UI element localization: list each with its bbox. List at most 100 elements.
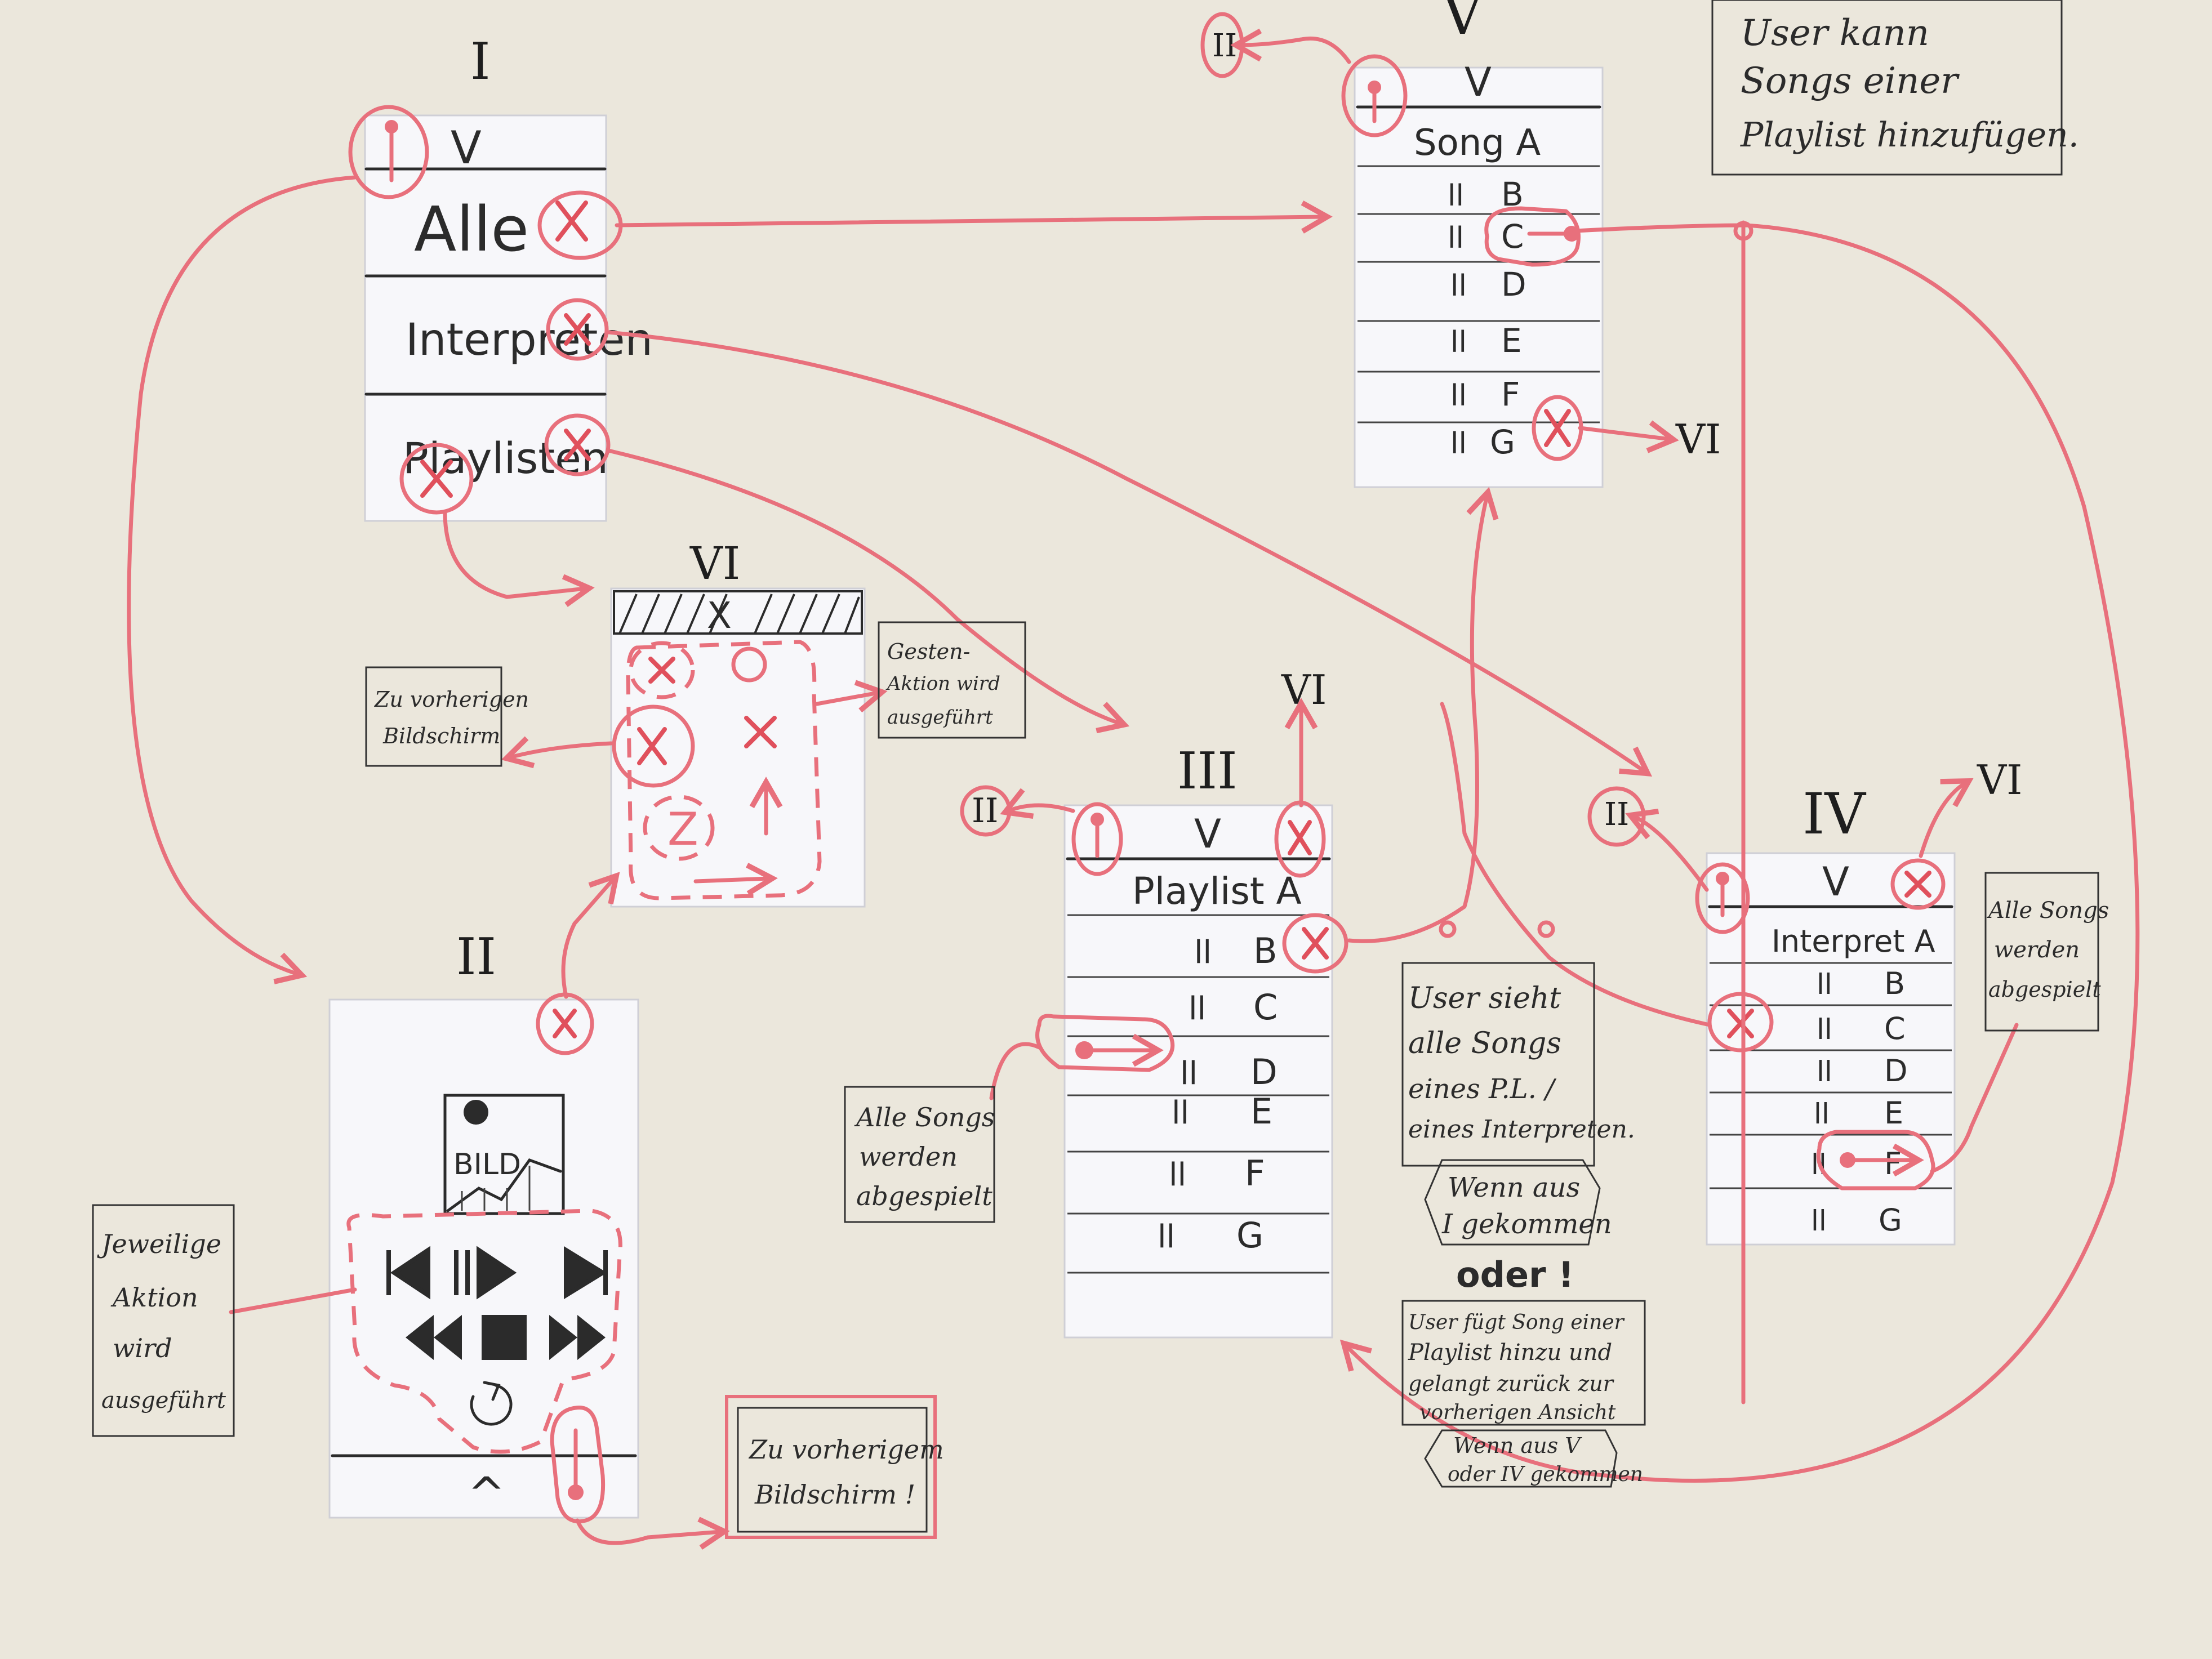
- screen-ii-bottom-chevron[interactable]: ^: [468, 1468, 505, 1520]
- pause-icon[interactable]: ll: [1189, 991, 1206, 1027]
- pause-icon[interactable]: ll: [1817, 1055, 1832, 1088]
- note-alle-songs-iii: Alle Songs werden abgespielt: [844, 1086, 995, 1223]
- list-item[interactable]: ll C: [1189, 987, 1278, 1028]
- pause-icon[interactable]: ll: [1194, 934, 1212, 971]
- note-line: User kann: [1741, 12, 1929, 54]
- song-name: C: [1253, 987, 1278, 1028]
- note-line: Zu vorherigen: [374, 687, 529, 712]
- list-item[interactable]: ll D: [1817, 1053, 1908, 1089]
- screen-iii-top-chevron[interactable]: V: [1194, 811, 1221, 857]
- pause-icon[interactable]: ll: [1814, 1098, 1830, 1130]
- screen-iii-row-tap-marker: [1282, 913, 1348, 974]
- screen-i-label: I: [470, 32, 491, 91]
- song-name: F: [1501, 375, 1520, 413]
- list-item[interactable]: ll C: [1448, 217, 1524, 256]
- rewind-icon[interactable]: [406, 1315, 462, 1360]
- screen-v: V V Song A ll B ll C ll D ll E: [1200, 0, 1721, 488]
- screen-v-card: [1354, 66, 1604, 488]
- note-line: eines P.L. /: [1408, 1073, 1557, 1105]
- screen-iv-swipe-down-marker: [1695, 862, 1750, 934]
- screen-ii-image-text: BILD: [453, 1148, 521, 1181]
- list-item[interactable]: ll F: [1450, 375, 1520, 413]
- screen-i-top-chevron[interactable]: V: [451, 122, 482, 174]
- screen-ii-controls-gesture-area: [346, 1208, 622, 1454]
- list-item[interactable]: ll C: [1817, 1011, 1906, 1046]
- screen-iii: III V Playlist A ll B ll C ll D ll E: [960, 666, 1348, 1339]
- note-user-kann: User kann Songs einer Playlist hinzufüge…: [1711, 0, 2079, 176]
- screen-v-label: V: [1441, 0, 1484, 47]
- screen-vi-gesture-area: [626, 640, 822, 900]
- pause-icon[interactable]: ll: [1450, 325, 1467, 359]
- screen-i-item-interpreten[interactable]: Interpreten: [406, 315, 653, 365]
- note-line: Bildschirm !: [754, 1479, 915, 1510]
- screen-vi: VI X Z: [610, 537, 866, 908]
- fast-forward-icon[interactable]: [549, 1315, 606, 1360]
- pause-icon[interactable]: ll: [1450, 379, 1467, 413]
- screen-i-item-alle[interactable]: Alle: [414, 193, 529, 265]
- screen-vi-close-glyph[interactable]: X: [707, 595, 732, 637]
- song-name: D: [1250, 1051, 1278, 1092]
- pause-icon[interactable]: ll: [1158, 1219, 1175, 1255]
- note-line: werden: [1994, 937, 2080, 963]
- skip-back-icon[interactable]: [386, 1246, 430, 1300]
- pause-icon[interactable]: ll: [1450, 427, 1467, 461]
- screen-iv: IV V Interpret A ll B ll C ll D ll E: [1587, 756, 2022, 1246]
- screen-ii-swipe-up-marker: [550, 1406, 606, 1524]
- list-item[interactable]: ll B: [1194, 930, 1278, 971]
- list-item[interactable]: ll G: [1158, 1215, 1263, 1256]
- list-item[interactable]: ll E: [1450, 322, 1522, 360]
- note-user-fuegt: User fügt Song einer Playlist hinzu und …: [1401, 1300, 1646, 1426]
- list-item[interactable]: ll G: [1450, 423, 1515, 461]
- screen-iv-top-chevron[interactable]: V: [1822, 859, 1849, 905]
- pause-icon[interactable]: ll: [1172, 1095, 1189, 1131]
- note-line: Playlist hinzufügen.: [1740, 115, 2079, 155]
- pause-icon[interactable]: ll: [1448, 179, 1464, 213]
- list-item[interactable]: ll E: [1814, 1095, 1903, 1131]
- list-item[interactable]: ll G: [1811, 1202, 1902, 1238]
- play-pause-icon[interactable]: [454, 1246, 517, 1300]
- screen-v-top-chevron[interactable]: V: [1465, 59, 1492, 105]
- skip-forward-icon[interactable]: [564, 1246, 608, 1300]
- list-item[interactable]: ll D: [1450, 265, 1526, 304]
- stop-icon[interactable]: [482, 1315, 527, 1360]
- pause-icon[interactable]: ll: [1811, 1205, 1827, 1237]
- note-line: Wenn aus V: [1453, 1433, 1582, 1458]
- repeat-icon[interactable]: [470, 1381, 513, 1426]
- note-line: alle Songs: [1408, 1027, 1561, 1060]
- screen-v-target-vi: VI: [1675, 416, 1721, 463]
- note-line: eines Interpreten.: [1408, 1115, 1635, 1144]
- song-name: G: [1490, 423, 1515, 461]
- pause-icon[interactable]: ll: [1169, 1157, 1186, 1193]
- note-line: Playlist hinzu und: [1408, 1340, 1612, 1366]
- screen-v-header: Song A: [1414, 122, 1541, 164]
- list-item[interactable]: ll B: [1817, 966, 1905, 1001]
- note-line: ausgeführt: [887, 706, 993, 729]
- screen-i-playlisten-tap-marker: [544, 413, 611, 476]
- note-zu-vorherigem-bildschirm: Zu vorherigem Bildschirm !: [725, 1395, 944, 1539]
- screen-iii-label: III: [1177, 742, 1238, 801]
- pause-icon[interactable]: ll: [1817, 968, 1832, 1001]
- screen-iii-header: Playlist A: [1132, 869, 1302, 913]
- song-name: B: [1253, 930, 1278, 971]
- song-name: D: [1884, 1053, 1908, 1089]
- screen-ii: II BILD ^: [328, 927, 639, 1524]
- screen-vi-hatched-header: [613, 590, 863, 635]
- note-line: vorherigen Ansicht: [1419, 1401, 1616, 1424]
- note-line: wird: [113, 1333, 172, 1363]
- note-line: abgespielt: [1988, 977, 2101, 1002]
- note-line: I gekommen: [1441, 1208, 1612, 1240]
- list-item[interactable]: ll E: [1172, 1091, 1272, 1132]
- pause-icon[interactable]: ll: [1450, 269, 1467, 303]
- screen-v-left-target: II: [1212, 28, 1237, 64]
- screen-i-swipe-down-marker: [348, 105, 429, 199]
- pause-icon[interactable]: ll: [1448, 221, 1464, 255]
- pause-icon[interactable]: ll: [1180, 1055, 1198, 1092]
- screen-iii-swipe-down-marker: [1071, 802, 1123, 876]
- screen-ii-label: II: [456, 927, 496, 987]
- song-name: F: [1884, 1146, 1902, 1181]
- list-item[interactable]: ll F: [1169, 1153, 1265, 1194]
- pause-icon[interactable]: ll: [1817, 1013, 1832, 1046]
- note-line: Songs einer: [1741, 60, 1960, 102]
- list-item[interactable]: ll D: [1180, 1051, 1278, 1092]
